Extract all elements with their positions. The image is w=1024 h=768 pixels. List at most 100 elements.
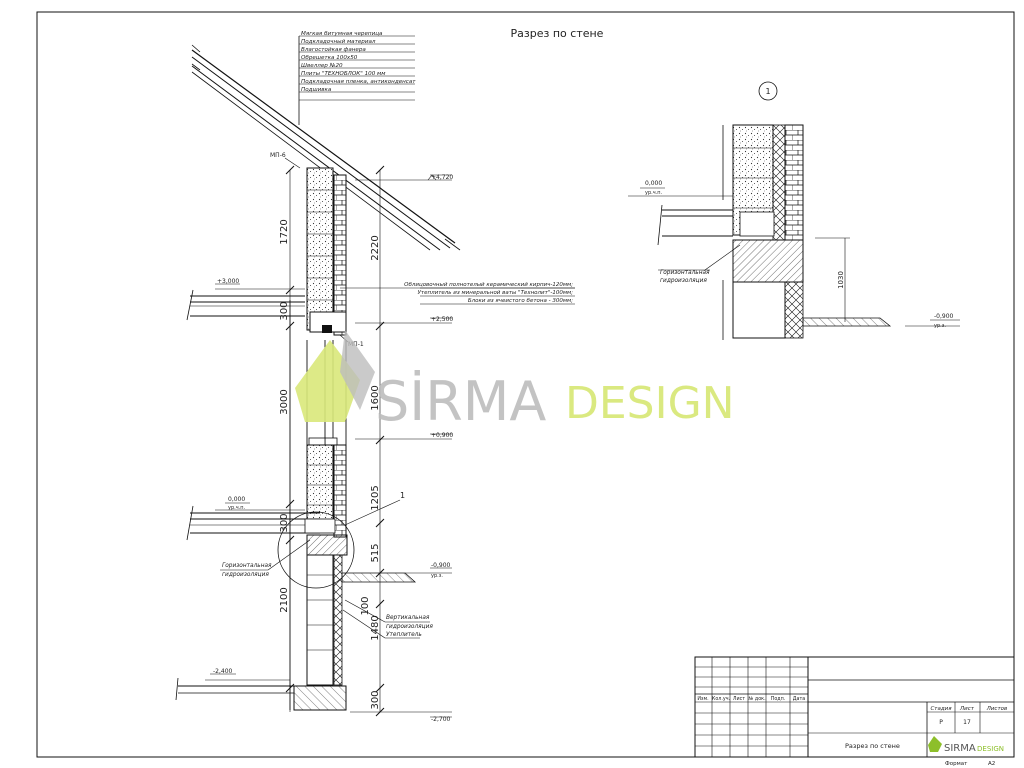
dim-100: 100: [360, 596, 371, 615]
level-roof-value: +4,720: [431, 174, 453, 181]
basement-floor: [175, 677, 294, 701]
horizontal-waterproofing-label: Горизонтальная гидроизоляция: [220, 539, 311, 578]
level-second-floor-value: +3,000: [217, 278, 239, 285]
exterior-grade: [341, 572, 417, 583]
logo-word2: DESIGN: [977, 745, 1004, 753]
ground-floor-slab: [186, 505, 336, 541]
vert-wp-line1: Вертикальная: [386, 615, 430, 621]
dim-300-top: 300: [279, 301, 290, 320]
vert-wp-line2: гидроизоляция: [386, 624, 433, 630]
second-floor-slab: [186, 289, 305, 321]
col-data: Дата: [793, 696, 805, 702]
col-doc: № док.: [748, 696, 765, 702]
dim-1205: 1205: [370, 485, 381, 510]
sheet-value: 17: [963, 719, 971, 726]
col-kolvo: Кол.уч.: [712, 696, 730, 702]
level-grade-value: -0,900: [431, 562, 451, 569]
roof-layer-1: Мягкая битумная черепица: [301, 31, 383, 37]
d1-level-ground: 0,000: [645, 180, 662, 187]
roof-layer-8: Подшивка: [301, 87, 332, 93]
wall-legend-1: Облицовочный полнотелый керамический кир…: [404, 282, 573, 288]
format-value: А2: [988, 761, 995, 767]
watermark: SİRMA DESIGN: [295, 330, 735, 433]
roof-layer-4: Обрешетка 100х50: [301, 55, 358, 61]
vertical-waterproofing-label: Вертикальная гидроизоляция: [344, 599, 433, 630]
insulation-label: Утеплитель: [342, 609, 422, 639]
left-dimension-chain: [285, 165, 295, 712]
drawing-name: Разрез по стене: [845, 742, 900, 750]
wall-legend-leader: [340, 287, 575, 305]
sheets-header: Листов: [986, 706, 1008, 712]
right-dimension-chain: [375, 165, 385, 717]
logo-mark: [928, 736, 942, 752]
col-izm: Изм.: [697, 696, 708, 702]
d1-level-grade: -0,900: [934, 313, 954, 320]
dim-515: 515: [370, 543, 381, 562]
roof-layer-leader: [298, 35, 415, 125]
sheet-header: Лист: [959, 706, 975, 712]
level-footing: -2,700: [350, 711, 452, 723]
d1-level-grade-note: ур.з.: [934, 323, 946, 329]
d1-level-ground-note: ур.ч.п.: [645, 190, 663, 196]
d1-dim-1030: 1030: [837, 271, 845, 289]
dim-1600: 1600: [370, 385, 381, 410]
dim-300-mid: 300: [279, 513, 290, 532]
watermark-word1: SİRMA: [375, 370, 546, 433]
roof-layer-2: Подкладочный материал: [301, 39, 376, 45]
insulation-text: Утеплитель: [386, 632, 422, 638]
roof-layer-5: Швеллер №20: [301, 63, 343, 69]
wall-legend-3: Блоки из ячеистого бетона - 300мм;: [468, 298, 573, 304]
horiz-wp-line1: Горизонтальная: [222, 563, 272, 569]
dim-2100: 2100: [279, 587, 290, 612]
detail-ref-label: 1: [400, 491, 405, 500]
sheet-title: Разрез по стене: [511, 27, 604, 40]
roof-layer-7: Подкладочная пленка, антиконденсат: [301, 79, 416, 85]
d1-horiz-wp-2: гидроизоляция: [660, 278, 707, 284]
roof-layer-legend: Мягкая битумная черепица Подкладочный ма…: [301, 31, 416, 93]
title-block: [694, 656, 1015, 758]
dim-300-bottom: 300: [370, 690, 381, 709]
roof-layer-3: Влагостойкая фанера: [301, 47, 366, 53]
dim-2220: 2220: [370, 235, 381, 260]
col-list: Лист: [733, 696, 745, 702]
dim-1480: 1480: [370, 615, 381, 640]
detail-number: 1: [765, 87, 770, 96]
logo-word1: SIRMA: [944, 743, 976, 754]
level-sill: +0,900: [355, 432, 453, 440]
detail-circle: [277, 511, 355, 589]
mp1-label: МП-1: [348, 341, 364, 348]
mp6-label: МП-6: [270, 152, 286, 159]
dim-1720: 1720: [279, 219, 290, 244]
level-ground-note: ур.ч.п.: [228, 505, 246, 511]
level-sill-value: +0,900: [431, 432, 453, 439]
title-block-logo: SIRMA DESIGN: [928, 736, 1004, 754]
title-block-columns: Изм. Кол.уч. Лист № док. Подп. Дата: [697, 696, 805, 702]
sheet-frame: [36, 11, 1015, 758]
stage-value: Р: [939, 719, 943, 726]
detail-1: 1 0,000 ур.ч.п. -0,900 ур.з.: [628, 81, 960, 340]
roof-slope: [191, 44, 461, 251]
level-basement-value: -2,400: [213, 668, 233, 675]
roof-layer-6: Плиты "ТЕХНОБЛОК" 100 мм: [301, 71, 386, 77]
horiz-wp-line2: гидроизоляция: [222, 572, 269, 578]
wall-legend-2: Утеплитель из минеральной ваты "Технолит…: [418, 290, 574, 296]
dim-3000: 3000: [279, 389, 290, 414]
col-podp: Подп.: [771, 696, 786, 702]
main-wall: [293, 167, 348, 711]
watermark-word2: DESIGN: [565, 378, 735, 429]
format-label: Формат: [945, 761, 968, 767]
stage-header: Стадия: [930, 706, 952, 712]
level-lintel-value: +2,500: [431, 316, 453, 323]
level-grade: -0,900 ур.з.: [405, 562, 452, 579]
level-footing-value: -2,700: [431, 716, 451, 723]
level-basement: -2,400: [205, 668, 290, 681]
level-roof: +4,720: [355, 174, 453, 181]
d1-horiz-wp-1: Горизонтальная: [660, 270, 710, 276]
level-ground: 0,000 ур.ч.п.: [215, 496, 305, 511]
level-lintel: +2,500: [355, 316, 453, 324]
level-ground-value: 0,000: [228, 496, 245, 503]
wall-legend: Облицовочный полнотелый керамический кир…: [404, 282, 573, 304]
level-grade-note: ур.з.: [431, 573, 443, 579]
level-second-floor: +3,000: [215, 278, 305, 290]
